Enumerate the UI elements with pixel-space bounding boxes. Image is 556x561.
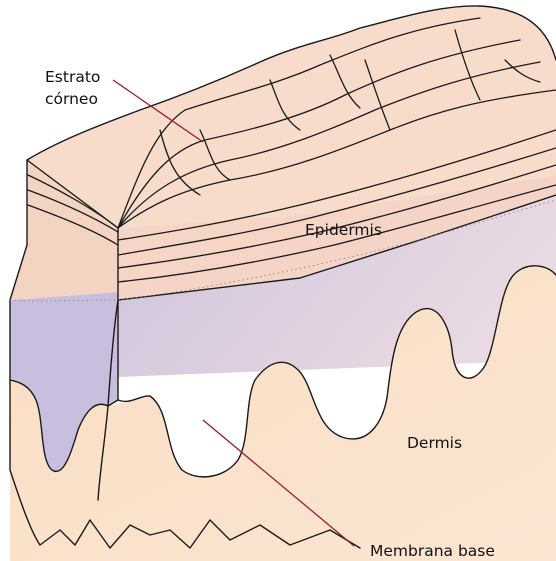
epidermis-label: Epidermis bbox=[305, 221, 382, 239]
stratum-corneum-label-line2: córneo bbox=[45, 90, 98, 108]
dermis-label: Dermis bbox=[407, 434, 462, 452]
basement-membrane-label: Membrana base bbox=[370, 542, 495, 560]
stratum-corneum-label-line1: Estrato bbox=[45, 68, 100, 86]
